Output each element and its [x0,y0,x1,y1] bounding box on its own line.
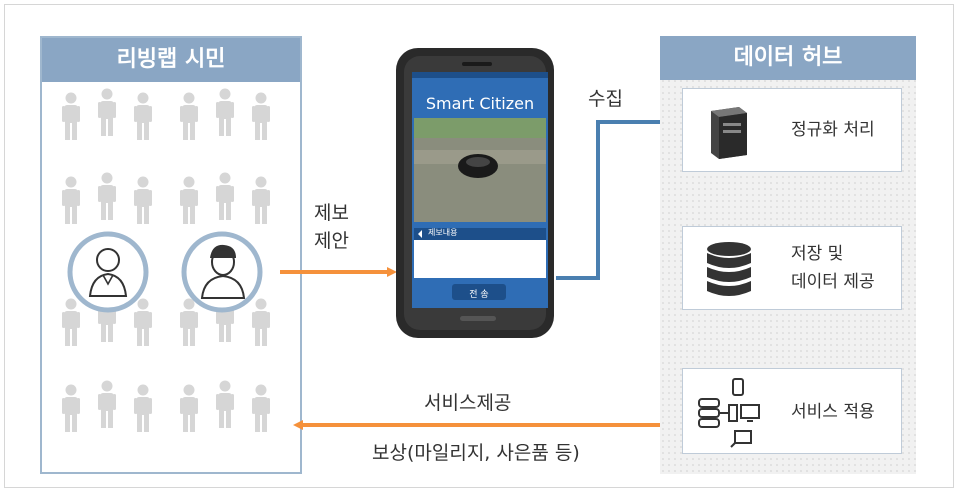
collect-arrow [556,116,676,280]
data-hub-panel: 데이터 허브 정규화 처리 저장 및 데이터 제공 [660,36,916,474]
normalize-box: 정규화 처리 [682,88,902,172]
citizen-avatar-1 [67,231,149,313]
storage-box: 저장 및 데이터 제공 [682,226,902,310]
send-button[interactable]: 전 송 [469,290,489,300]
database-icon [707,242,751,296]
service-apply-box: 서비스 적용 [682,368,902,454]
report-label-1: 제보 [314,202,349,224]
storage-label-1: 저장 및 [791,244,844,264]
server-icon [711,107,747,159]
data-hub-title: 데이터 허브 [660,36,916,80]
collect-label: 수집 [588,88,623,110]
report-label-2: 제안 [314,230,349,252]
citizens-panel-title: 리빙랩 시민 [42,38,300,82]
citizen-avatar-2 [181,231,263,313]
app-title: Smart Citizen [425,94,535,113]
normalize-label: 정규화 처리 [791,120,875,140]
report-field-label: 제보내용 [428,228,458,237]
smartphone [396,48,554,338]
service-apply-label: 서비스 적용 [791,402,875,422]
diagram-frame [4,4,954,488]
devices-icon [698,378,760,448]
storage-label-2: 데이터 제공 [791,272,875,292]
service-provide-label: 서비스제공 [424,392,512,414]
reward-label: 보상(마일리지, 사은품 등) [372,442,580,464]
